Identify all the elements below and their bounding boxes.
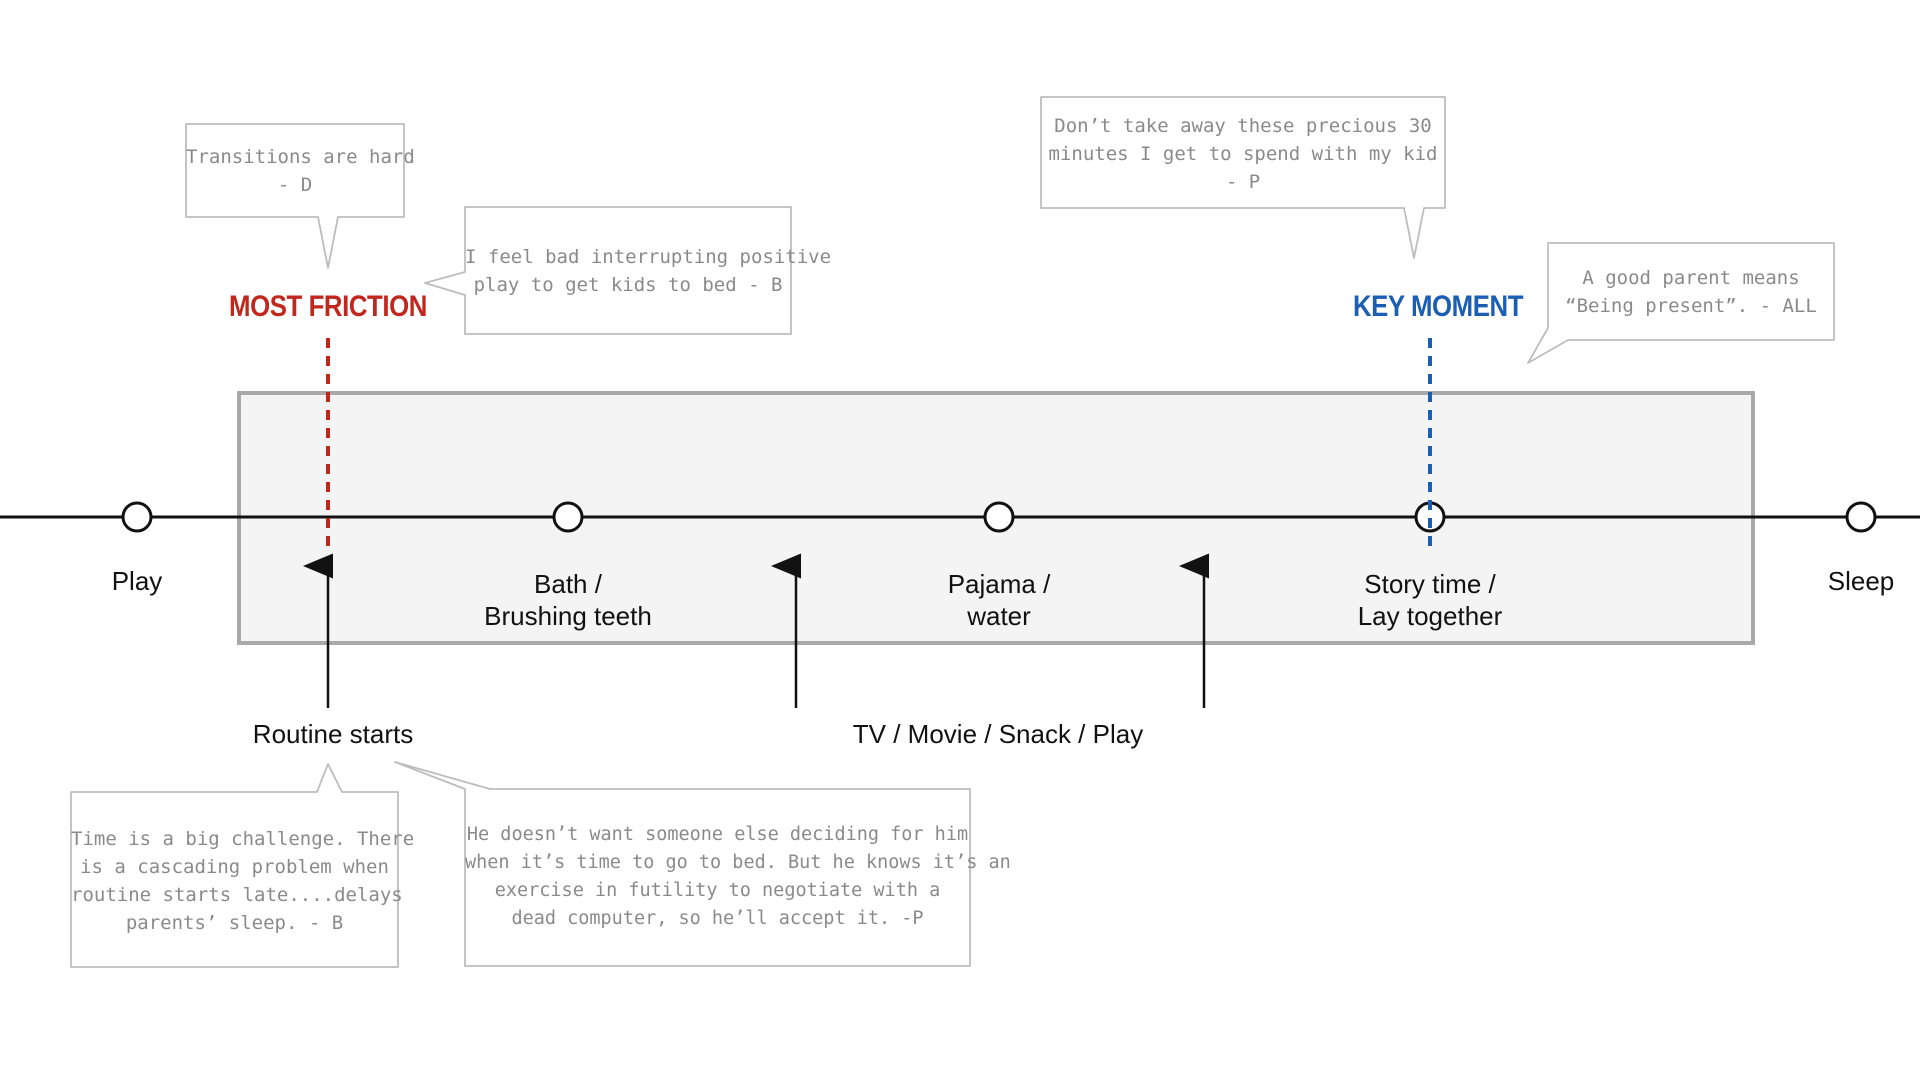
routine-starts-label: Routine starts — [252, 719, 414, 749]
most-friction-label: MOST FRICTION — [229, 290, 427, 323]
stage-bath-label: Bath / Brushing teeth — [428, 568, 708, 632]
stage-bath-line2: Brushing teeth — [484, 601, 652, 631]
quote-line: A good parent means — [1582, 267, 1800, 289]
quote-line: when it’s time to go to bed. But he know… — [465, 852, 1011, 873]
bubble-transitions — [185, 123, 405, 269]
quote-line: - D — [277, 174, 313, 196]
quote-line: parents’ sleep. - B — [125, 912, 344, 934]
tv-movie-label: TV / Movie / Snack / Play — [852, 719, 1144, 749]
quote-line: is a cascading problem when — [80, 856, 389, 878]
bubble-precious — [1040, 96, 1446, 259]
quote-line: exercise in futility to negotiate with a — [494, 880, 941, 901]
node-pajama — [983, 501, 1015, 533]
stage-story-label: Story time / Lay together — [1290, 568, 1570, 632]
bubble-time-challenge — [70, 763, 399, 968]
quote-good-parent: A good parent means “Being present”. - A… — [1548, 264, 1834, 320]
bubble-good-parent — [1527, 242, 1835, 364]
quote-line: - P — [1225, 171, 1261, 193]
quote-line: Time is a big challenge. There — [71, 828, 415, 850]
quote-precious: Don’t take away these precious 30 minute… — [1041, 112, 1445, 196]
quote-line: “Being present”. - ALL — [1565, 295, 1817, 317]
stage-story-line2: Lay together — [1357, 601, 1503, 631]
stage-pajama-label: Pajama / water — [879, 568, 1119, 632]
stage-sleep-label: Sleep — [1827, 566, 1895, 596]
stage-play-label: Play — [111, 566, 163, 596]
quote-line: I feel bad interrupting positive — [465, 246, 832, 268]
stage-pajama-line1: Pajama / — [947, 569, 1051, 599]
stage-bath-line1: Bath / — [534, 569, 602, 599]
quote-line: dead computer, so he’ll accept it. -P — [511, 908, 924, 929]
quote-line: routine starts late....delays — [71, 884, 403, 906]
key-moment-label: KEY MOMENT — [1352, 290, 1524, 323]
quote-line: Don’t take away these precious 30 — [1054, 115, 1432, 137]
quote-time-challenge: Time is a big challenge. There is a casc… — [71, 825, 415, 937]
node-play — [121, 501, 153, 533]
quote-interrupting: I feel bad interrupting positive play to… — [465, 243, 832, 299]
quote-line: play to get kids to bed - B — [473, 274, 783, 296]
bubble-interrupting — [424, 206, 792, 335]
quote-transitions: Transitions are hard - D — [186, 143, 415, 199]
node-sleep — [1845, 501, 1877, 533]
quote-line: Transitions are hard — [186, 146, 415, 168]
stage-story-line1: Story time / — [1364, 569, 1496, 599]
stage-pajama-line2: water — [967, 601, 1031, 631]
quote-decide: He doesn’t want someone else deciding fo… — [465, 821, 1011, 933]
bubble-decide — [394, 761, 971, 967]
node-bath — [552, 501, 584, 533]
quote-line: He doesn’t want someone else deciding fo… — [466, 824, 969, 845]
quote-line: minutes I get to spend with my kid — [1048, 143, 1438, 165]
